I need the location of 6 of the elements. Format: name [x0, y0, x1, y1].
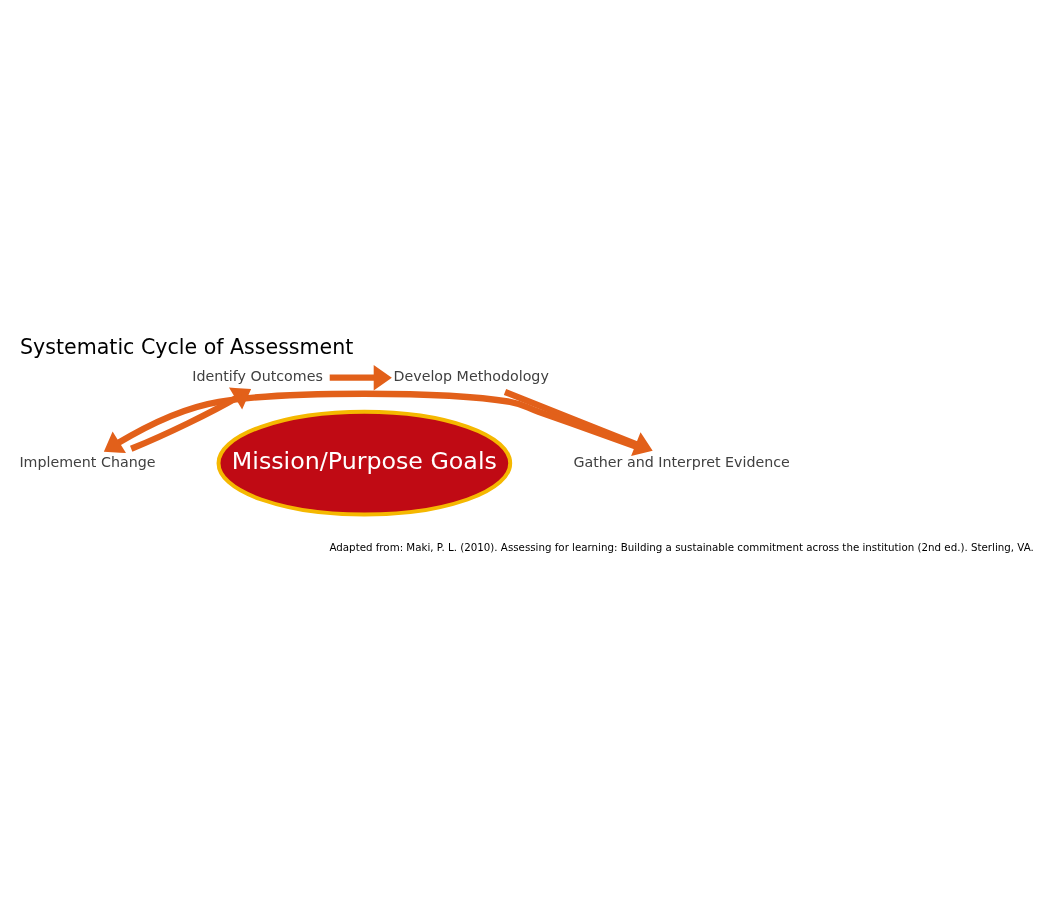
caption: Adapted from: Maki, P. L. (2010). Assessing for learning: Building a sustainable commitment across the institution (2nd ed.). Sterling, VA.: [329, 541, 1034, 554]
diagram-title: Systematic Cycle of Assessment: [20, 334, 354, 359]
node-text: Gather and Interpret Evidence: [573, 453, 790, 470]
node-text: Implement Change: [19, 453, 156, 470]
node-text: Develop Methodology: [393, 368, 549, 385]
node-text: Identify Outcomes: [192, 368, 323, 385]
